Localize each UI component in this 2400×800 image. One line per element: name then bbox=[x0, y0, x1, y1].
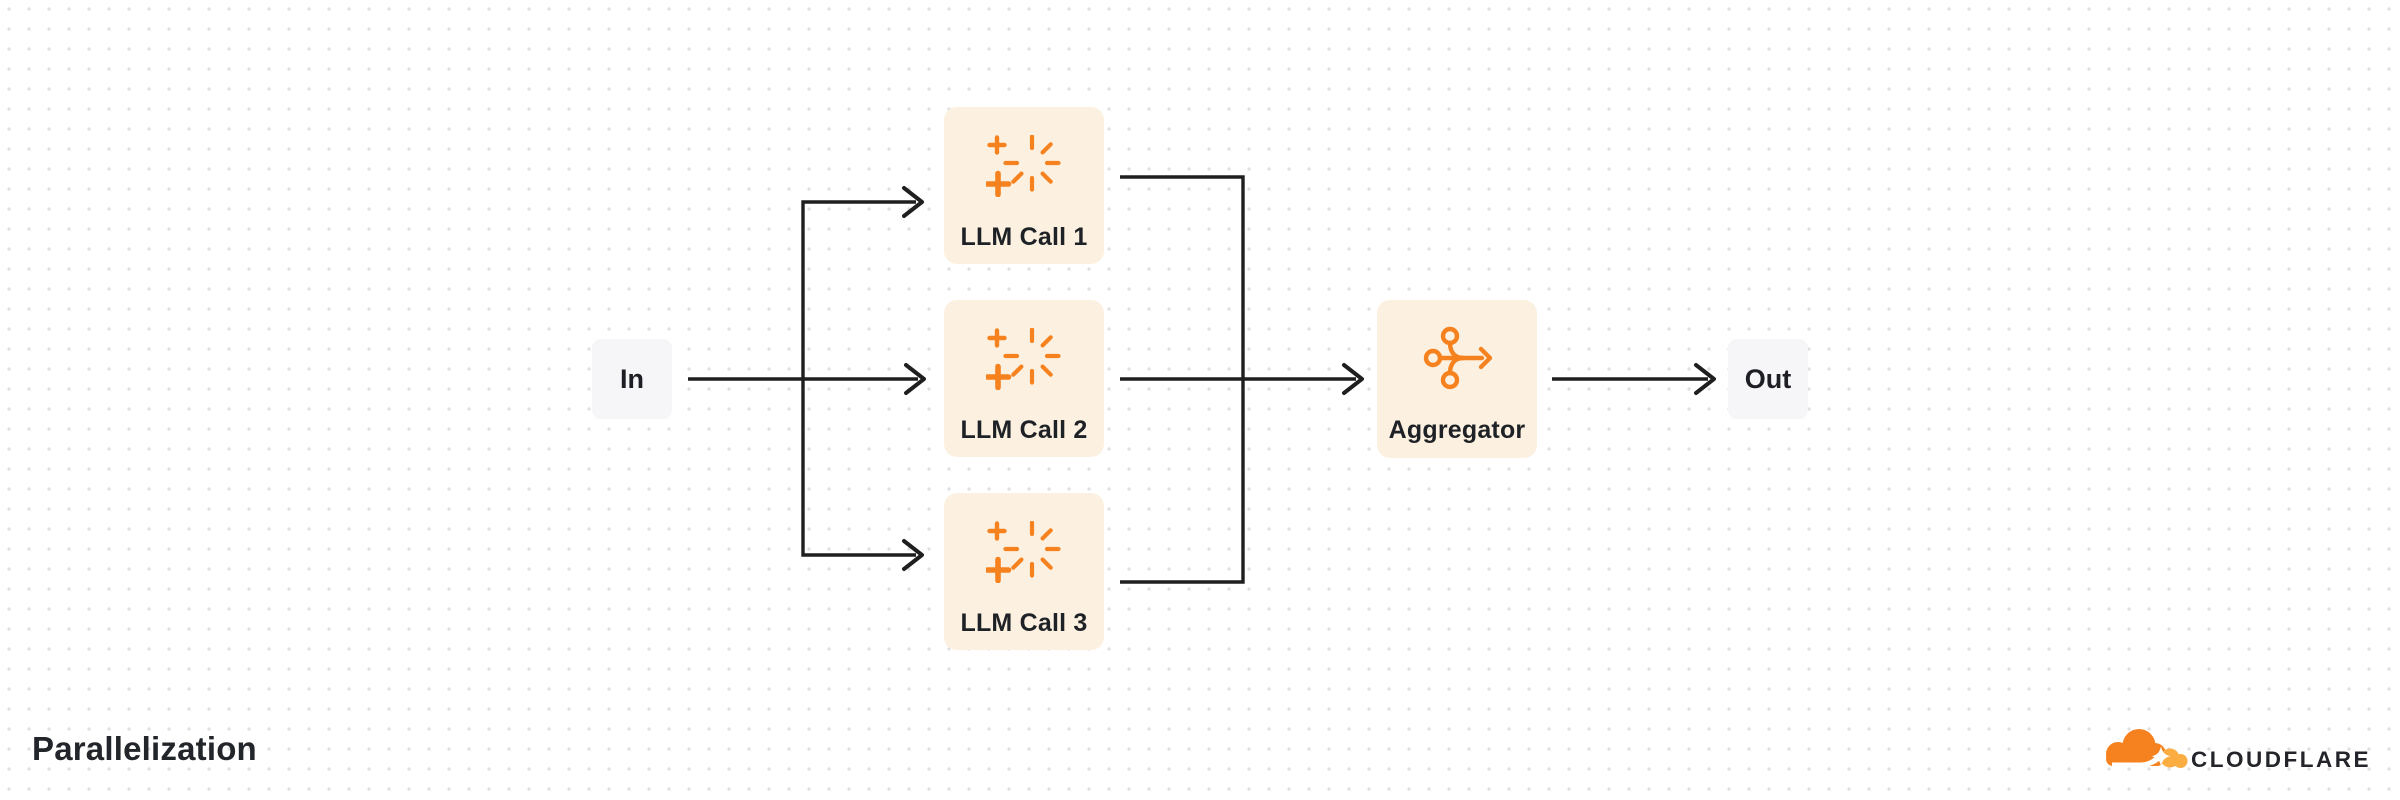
node-out: Out bbox=[1728, 339, 1808, 419]
arrowhead-out bbox=[1694, 363, 1716, 395]
sparkle-icon bbox=[944, 521, 1104, 583]
node-llm-call-1: LLM Call 1 bbox=[944, 107, 1104, 264]
node-llm-call-2-label: LLM Call 2 bbox=[960, 416, 1088, 444]
node-in-label: In bbox=[620, 363, 644, 394]
node-llm-call-3-label: LLM Call 3 bbox=[960, 609, 1088, 637]
node-aggregator-label: Aggregator bbox=[1388, 416, 1526, 444]
arrowhead-llm2 bbox=[904, 363, 926, 395]
cloudflare-cloud-icon bbox=[2097, 726, 2191, 776]
node-aggregator: Aggregator bbox=[1377, 300, 1537, 458]
node-llm-call-3: LLM Call 3 bbox=[944, 493, 1104, 650]
diagram-title: Parallelization bbox=[32, 730, 257, 767]
sparkle-icon bbox=[944, 135, 1104, 197]
sparkle-icon bbox=[944, 328, 1104, 390]
arrowhead-llm3 bbox=[902, 539, 924, 571]
cloudflare-wordmark: CLOUDFLARE bbox=[2191, 747, 2371, 772]
node-llm-call-1-label: LLM Call 1 bbox=[960, 223, 1088, 251]
node-out-label: Out bbox=[1744, 363, 1792, 394]
arrowhead-aggregator bbox=[1342, 363, 1364, 395]
node-in: In bbox=[592, 339, 672, 419]
edge-in-to-llm1 bbox=[801, 200, 916, 379]
edge-in-to-llm3 bbox=[801, 379, 916, 557]
node-llm-call-2: LLM Call 2 bbox=[944, 300, 1104, 457]
arrowhead-llm1 bbox=[902, 186, 924, 218]
merge-arrow-icon bbox=[1377, 321, 1537, 395]
edge-llm1-llm3-merge bbox=[1120, 175, 1245, 584]
